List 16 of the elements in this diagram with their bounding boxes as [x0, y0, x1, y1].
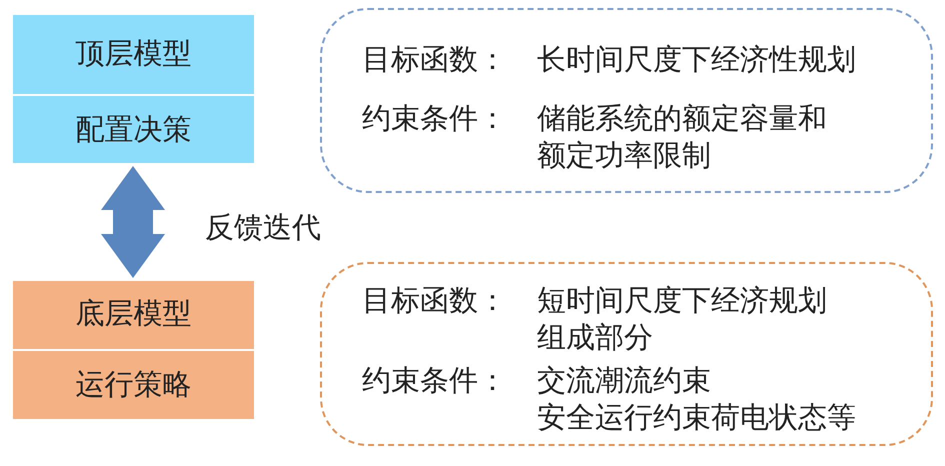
rounded-dashed-box — [320, 262, 933, 446]
row-label: 目标函数： — [362, 41, 507, 78]
strategy-label: 配置决策 — [76, 110, 192, 148]
row-value: 长时间尺度下经济性规划 — [537, 41, 856, 78]
row-value: 交流潮流约束安全运行约束荷电状态等 — [537, 362, 856, 436]
model-box — [12, 14, 255, 164]
rounded-dashed-box — [320, 8, 933, 193]
row-value: 短时间尺度下经济规划组成部分 — [537, 282, 827, 356]
row-value: 储能系统的额定容量和额定功率限制 — [537, 100, 827, 174]
row-label: 目标函数： — [362, 282, 507, 319]
model-box — [12, 280, 255, 420]
strategy-label: 运行策略 — [76, 366, 192, 403]
model-label: 顶层模型 — [76, 34, 192, 72]
row-label: 约束条件： — [362, 100, 507, 137]
row-label: 约束条件： — [362, 362, 507, 399]
model-label: 底层模型 — [76, 295, 192, 332]
